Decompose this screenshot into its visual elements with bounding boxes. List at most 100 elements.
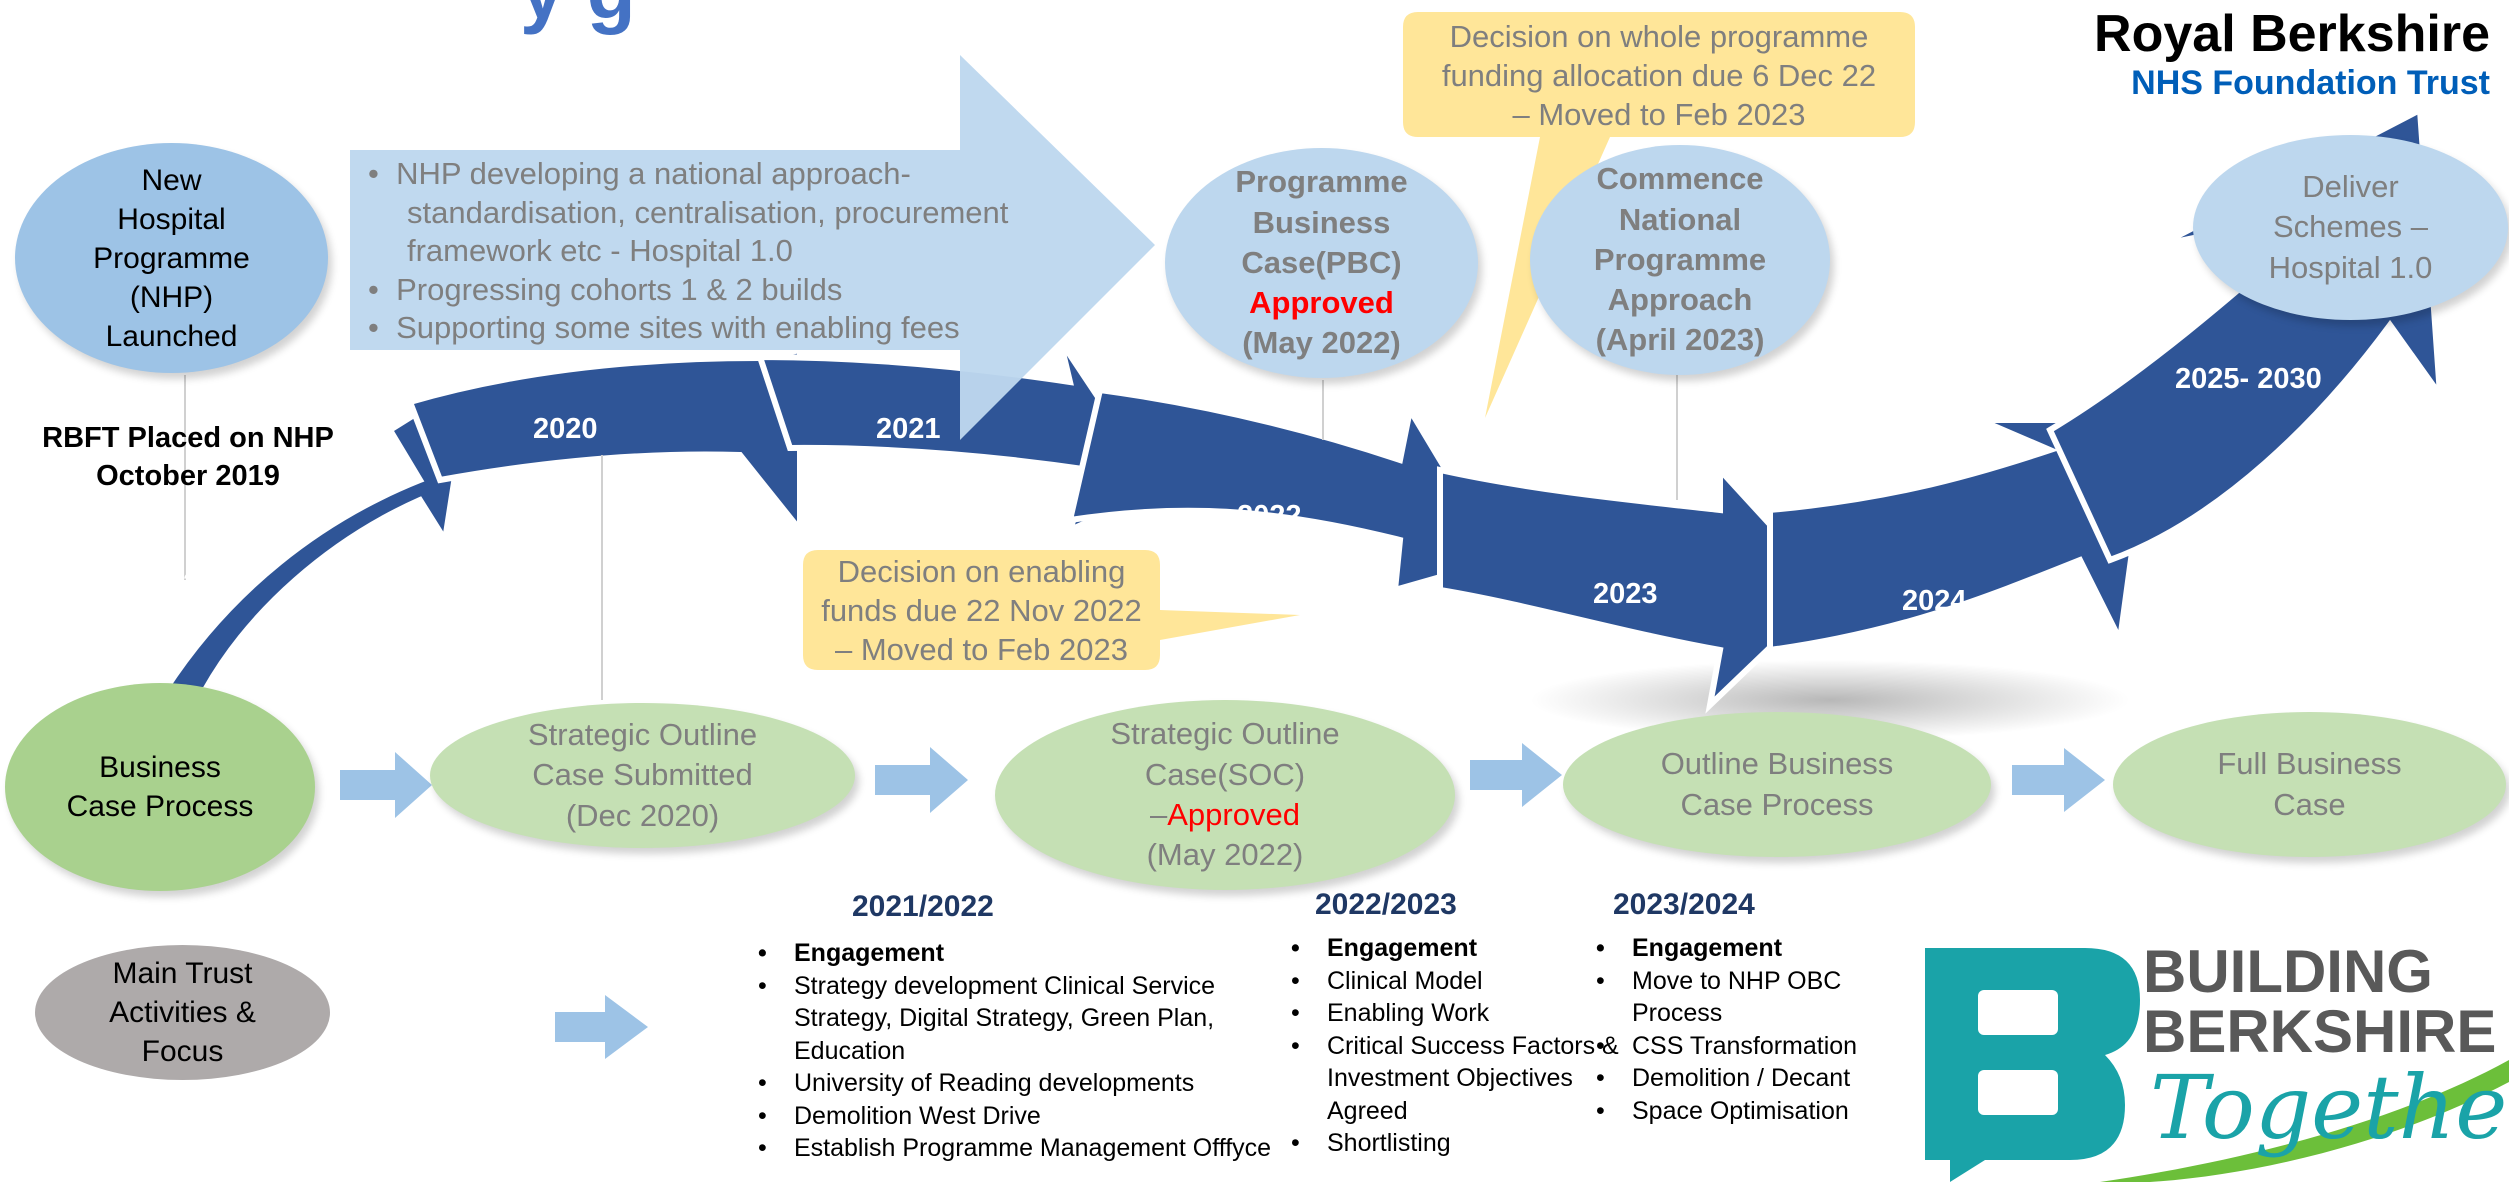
nhp-line: Hospital: [117, 202, 226, 236]
nhp-approach-bullets: • NHP developing a national approach- st…: [368, 155, 1008, 348]
obc-process-ellipse: Outline Business Case Process: [1563, 712, 1991, 857]
deliver-schemes-ellipse: Deliver Schemes – Hospital 1.0: [2193, 135, 2508, 320]
list-item: Establish Programme Management Offfyce: [758, 1132, 1314, 1165]
fbc-line: Case: [2273, 786, 2346, 822]
rbft-placed-label: RBFT Placed on NHP October 2019: [28, 420, 348, 495]
trust-subtitle: NHS Foundation Trust: [2131, 64, 2490, 102]
soc-approved-status: Approved: [1167, 797, 1300, 832]
callout-mid-shape: [803, 550, 1300, 670]
process-arrow-5: [555, 995, 648, 1059]
business-case-line: Case Process: [66, 790, 254, 823]
obc-line: Outline Business: [1660, 746, 1894, 782]
nhp-line: (NHP): [129, 280, 214, 314]
year-label-2020: 2020: [533, 413, 598, 445]
main-trust-line: Main Trust: [112, 957, 253, 990]
activities-list-2023-2024: Engagement Move to NHP OBC Process CSS T…: [1594, 932, 1932, 1127]
obc-line: Case Process: [1680, 786, 1874, 822]
rbft-line-2: October 2019: [96, 459, 280, 492]
connector-lines: [184, 375, 1678, 700]
ribbon-segment-2020: [406, 346, 803, 539]
trust-name: Royal Berkshire: [2094, 5, 2490, 63]
bullet-dot: •: [368, 271, 397, 307]
callout-mid-line: funds due 22 Nov 2022: [821, 592, 1142, 628]
callout-top-line: Decision on whole programme: [1449, 19, 1869, 54]
process-arrow-1: [340, 752, 432, 818]
pbc-date: (May 2022): [1242, 325, 1401, 361]
bullet-text: NHP developing a national approach-: [396, 156, 911, 191]
bullet-continuation: standardisation, centralisation, procure…: [407, 194, 1009, 230]
soc-submitted-line: Strategic Outline: [527, 717, 758, 753]
process-arrow-2: [875, 747, 968, 813]
main-trust-activities-ellipse: Main Trust Activities & Focus: [35, 945, 330, 1080]
logo-word-berkshire: BERKSHIRE: [2143, 998, 2497, 1065]
main-trust-line: Activities &: [109, 996, 256, 1029]
list-item: Demolition West Drive: [758, 1100, 1314, 1133]
year-label-2024: 2024: [1902, 585, 1967, 617]
commence-line: Programme: [1593, 241, 1767, 277]
rbft-line-1: RBFT Placed on NHP: [42, 422, 334, 454]
callout-mid-line: – Moved to Feb 2023: [835, 631, 1128, 667]
list-item: CSS Transformation: [1596, 1030, 1932, 1063]
soc-approved-status-line: –Approved: [1110, 795, 1339, 835]
callout-shapes: [803, 12, 1915, 670]
main-trust-line: Focus: [141, 1035, 224, 1068]
logo-word-together: Together: [2150, 1056, 2509, 1159]
bullet-continuation: framework etc - Hospital 1.0: [407, 233, 793, 268]
commence-national-approach-ellipse: Commence National Programme Approach (Ap…: [1530, 145, 1830, 375]
process-arrows: [340, 743, 2105, 1059]
commence-line: Commence: [1596, 161, 1764, 197]
logo-wordmark: BUILDING BERKSHIRE: [2143, 942, 2496, 1062]
commence-line: Approach: [1607, 282, 1753, 318]
activities-list-2022-2023: Engagement Clinical Model Enabling Work …: [1289, 932, 1647, 1160]
callout-top-shape: [1403, 12, 1915, 418]
callout-programme-funding: Decision on whole programme funding allo…: [1403, 18, 1915, 134]
ribbon-segment-2024: [1767, 417, 2154, 654]
pbc-ellipse: Programme Business Case(PBC) Approved (M…: [1165, 148, 1478, 378]
activities-list-2021-2022: Engagement Strategy development Clinical…: [756, 937, 1314, 1165]
building-berkshire-logo-mark: [1925, 948, 2509, 1182]
ribbon-segment-2019: [159, 373, 474, 693]
deliver-line: Hospital 1.0: [2268, 249, 2433, 285]
soc-approved-ellipse: Strategic Outline Case(SOC) –Approved (M…: [995, 700, 1455, 890]
list-item: Move to NHP OBC Process: [1596, 965, 1932, 1030]
nhp-line: Launched: [105, 319, 238, 353]
activities-heading-2021-2022: 2021/2022: [852, 890, 994, 923]
nhp-line: Programme: [93, 241, 250, 275]
business-case-process-ellipse: Business Case Process: [5, 683, 315, 891]
list-item: Clinical Model: [1291, 965, 1647, 998]
bullet-item: • NHP developing a national approach-: [368, 155, 1008, 194]
callout-top-line: funding allocation due 6 Dec 22: [1441, 57, 1877, 93]
soc-dash: –: [1150, 797, 1168, 832]
list-item: Engagement: [1596, 932, 1932, 965]
bullet-item: • Progressing cohorts 1 & 2 builds: [368, 271, 1008, 310]
callout-enabling-funds: Decision on enabling funds due 22 Nov 20…: [803, 553, 1160, 669]
year-label-2021: 2021: [876, 413, 941, 445]
programme-arrow: [350, 55, 1155, 440]
commence-line: National: [1618, 201, 1742, 237]
activities-heading-2023-2024: 2023/2024: [1613, 888, 1755, 921]
year-label-2023: 2023: [1593, 578, 1658, 610]
list-item: Engagement: [1291, 932, 1647, 965]
year-label-2019: 2019: [183, 568, 248, 600]
callout-mid-line: Decision on enabling: [837, 554, 1126, 589]
list-item: Shortlisting: [1291, 1127, 1647, 1160]
year-label-2025-2030: 2025- 2030: [2175, 363, 2322, 395]
bullet-text: Progressing cohorts 1 & 2 builds: [396, 271, 843, 307]
list-item: Strategy development Clinical Service St…: [758, 970, 1314, 1068]
list-item: Critical Success Factors & Investment Ob…: [1291, 1030, 1647, 1128]
pbc-line: Programme: [1235, 164, 1408, 200]
pbc-line: Case(PBC): [1241, 244, 1402, 280]
fbc-line: Full Business: [2217, 746, 2402, 782]
pbc-line: Business: [1252, 204, 1391, 240]
list-item: University of Reading developments: [758, 1067, 1314, 1100]
callout-top-line: – Moved to Feb 2023: [1512, 96, 1806, 132]
soc-approved-line: Case(SOC): [1144, 756, 1306, 792]
soc-approved-line: Strategic Outline: [1110, 716, 1340, 752]
soc-submitted-line: Case Submitted: [532, 757, 753, 793]
commence-date: (April 2023): [1595, 322, 1765, 358]
full-business-case-ellipse: Full Business Case: [2113, 712, 2506, 857]
ribbon-segment-2022: [1066, 386, 1505, 595]
process-arrow-3: [1470, 743, 1562, 807]
logo-word-building: BUILDING: [2143, 938, 2433, 1005]
process-arrow-4: [2012, 748, 2105, 812]
